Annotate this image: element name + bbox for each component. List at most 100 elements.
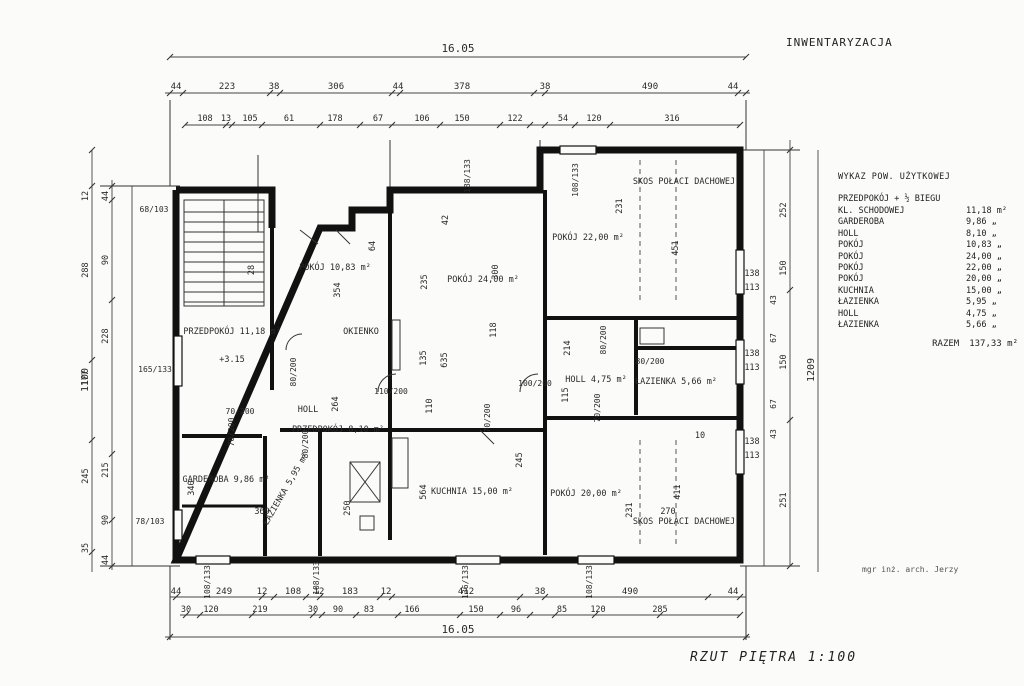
dimension-tick: [302, 593, 310, 601]
room-label: OKIENKO: [343, 327, 379, 337]
dimension-label: 113: [744, 283, 759, 293]
dimension-tick: [704, 593, 712, 601]
dimension-label: 490: [622, 587, 638, 597]
drawing-footer-title: RZUT PIĘTRA 1:100: [690, 650, 858, 665]
dimension-label: 228: [101, 328, 111, 343]
dimension-label: 183: [342, 587, 358, 597]
dimension-tick: [786, 562, 794, 570]
dimension-tick: [222, 121, 230, 129]
dimension-label: 113: [744, 363, 759, 373]
dimension-label: 83: [364, 605, 374, 615]
dimension-tick: [248, 611, 256, 619]
overall-width-bottom: 16.05: [441, 623, 474, 636]
room-label: GARDEROBA 9,86 m²: [183, 475, 270, 485]
dimension-label: 150: [454, 114, 469, 124]
dimension-label: 288: [81, 262, 91, 277]
dimension-label: 12: [81, 191, 91, 201]
dimension-tick: [742, 633, 750, 641]
dimension-label: 30: [308, 605, 318, 615]
dimension-tick: [388, 593, 396, 601]
dimension-label: 251: [779, 492, 789, 507]
dimension-label: 316: [664, 114, 679, 124]
dimension-label: 285: [652, 605, 667, 615]
dimension-tick: [656, 611, 664, 619]
dimension-label: 340: [187, 480, 197, 495]
dimension-label: 90: [101, 255, 111, 265]
dimension-tick: [496, 611, 504, 619]
dimension-label: 10: [695, 431, 705, 441]
door-label: 70/200: [226, 407, 255, 416]
overall-width-top: 16.05: [441, 42, 474, 55]
window-label: 136/133: [461, 565, 470, 599]
dimension-tick: [736, 121, 744, 129]
dimension-tick: [228, 121, 236, 129]
dimension-label: 44: [171, 82, 182, 92]
dimension-label: 110: [425, 398, 435, 413]
dimension-label: 223: [219, 82, 235, 92]
dimension-tick: [436, 121, 444, 129]
dimension-label: 12: [314, 587, 325, 597]
dimension-tick: [786, 146, 794, 154]
door-label: 80/200: [301, 429, 310, 458]
legend-total-value: 137,33 m²: [969, 339, 1018, 350]
dimension-tick: [551, 611, 559, 619]
dimension-tick: [182, 611, 190, 619]
roof-slope-lines: [639, 160, 677, 545]
dimension-tick: [179, 89, 187, 97]
dimension-tick: [108, 196, 116, 204]
dimension-label: 635: [440, 352, 450, 367]
dimension-tick: [172, 593, 180, 601]
dimension-tick: [541, 593, 549, 601]
dimension-tick: [742, 89, 750, 97]
dimension-label: 105: [242, 114, 257, 124]
dimension-label: 245: [81, 468, 91, 483]
door-swings: [285, 229, 539, 445]
dimension-tick: [196, 611, 204, 619]
legend-row-value: 5,95 „: [966, 297, 997, 308]
room-label: POKÓJ 24,00 m²: [447, 273, 519, 285]
legend-row-name: POKÓJ: [838, 262, 864, 273]
dimension-tick: [316, 593, 324, 601]
dimension-label: 67: [769, 333, 778, 343]
dimension-tick: [734, 89, 742, 97]
dimension-label: 118: [489, 322, 499, 337]
dimension-tick: [516, 593, 524, 601]
dimension-tick: [526, 611, 534, 619]
dimension-tick: [388, 121, 396, 129]
dimension-label: 42: [441, 215, 451, 225]
dimension-label: 61: [284, 114, 294, 124]
room-label: ŁAZIENKA 5,95 m²: [261, 451, 311, 528]
dimension-tick: [166, 633, 174, 641]
dimension-tick: [396, 89, 404, 97]
dimension-tick: [541, 121, 549, 129]
overall-height-left: 1100: [80, 368, 91, 392]
dimension-label: 378: [454, 82, 470, 92]
door-label: 100/200: [518, 379, 552, 388]
room-label: +3.15: [219, 355, 245, 365]
dimension-label: 44: [101, 191, 111, 201]
dimension-tick: [571, 121, 579, 129]
dimension-label: 250: [343, 500, 353, 515]
dimension-label: 13: [221, 114, 231, 124]
dimension-label: 412: [458, 587, 474, 597]
dimension-label: 264: [331, 396, 341, 411]
legend-subtitle: PRZEDPOKÓJ + ½ BIEGU: [838, 194, 941, 204]
legend-row-value: 20,00 „: [966, 274, 1002, 285]
door-label: 80/200: [599, 325, 608, 354]
room-label: PRZEDPOKÓJ 11,18 m²: [183, 325, 280, 337]
dimension-tick: [258, 593, 266, 601]
dimension-label: 138: [744, 437, 759, 447]
dimension-tick: [270, 593, 278, 601]
dimension-tick: [88, 182, 96, 190]
window-label: 78/103: [136, 517, 165, 526]
dimension-lines: [91, 56, 819, 638]
room-label: HOLL 4,75 m²: [565, 375, 626, 385]
dimension-label: 67: [373, 114, 383, 124]
dimension-label: 113: [744, 451, 759, 461]
dimension-tick: [166, 89, 174, 97]
dimension-label: 245: [515, 452, 525, 467]
legend-row-name: ŁAZIENKA: [838, 319, 879, 330]
